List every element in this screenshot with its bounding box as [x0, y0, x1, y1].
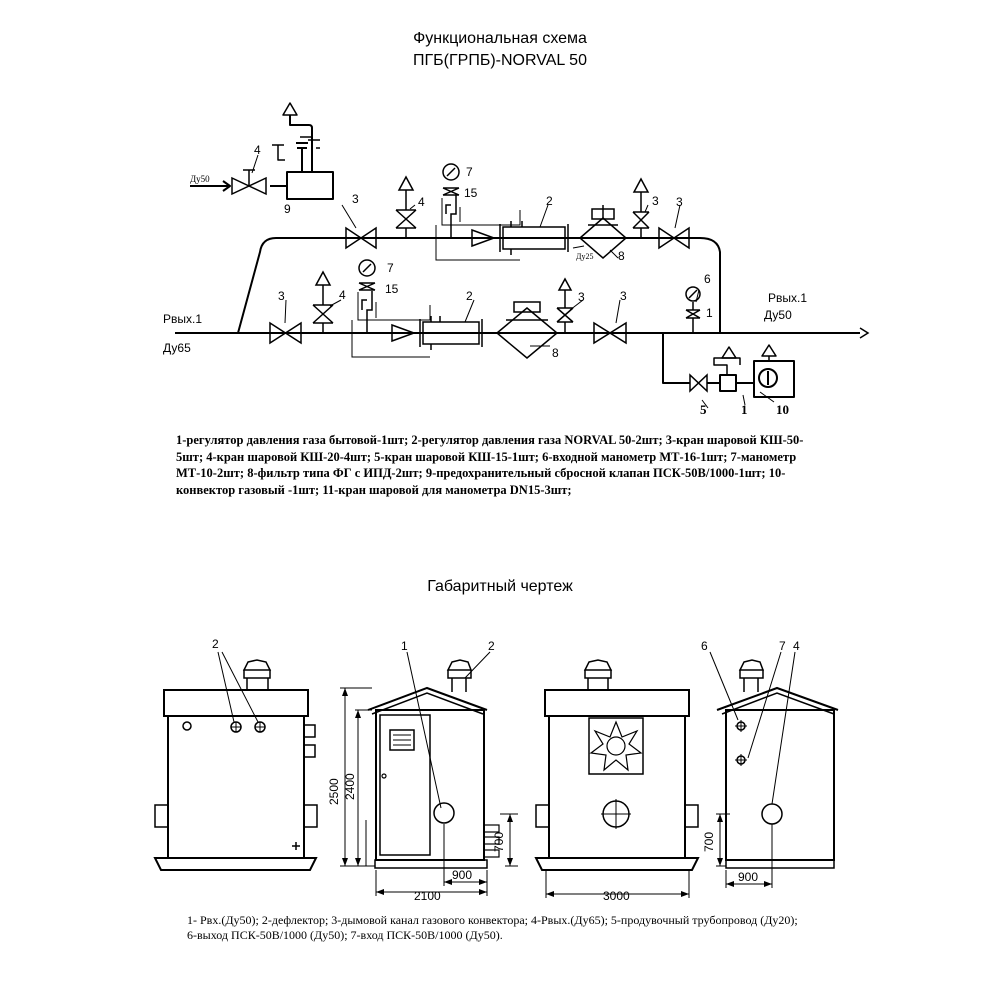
valve-3-bottom-left	[269, 321, 302, 345]
regulator-2-top-check	[471, 228, 497, 248]
label-du50-in: Ду50	[190, 174, 210, 184]
filter-8-bottom	[495, 307, 559, 359]
callout-4: 4	[793, 639, 800, 653]
scheme-title-line2: ПГБ(ГРПБ)-NORVAL 50	[413, 52, 587, 69]
label-n2-bottom: 2	[466, 289, 473, 303]
regulator-2-bottom-check	[391, 323, 417, 343]
label-n7-bottom: 7	[387, 261, 394, 275]
label-n3-bottom-vent: 3	[578, 290, 585, 304]
label-n3-tl: 3	[352, 192, 359, 206]
label-n5: 5	[700, 402, 707, 417]
vent-valve-4-bottom	[312, 270, 334, 333]
label-n6: 6	[704, 272, 711, 286]
valve-4-inlet	[231, 176, 267, 196]
view-front	[367, 651, 500, 869]
label-n1: 1	[741, 402, 748, 417]
label-n4-inlet: 4	[254, 143, 261, 157]
label-n8-bottom: 8	[552, 346, 559, 360]
label-out-right-size: Ду50	[764, 308, 792, 322]
callout-2-back: 2	[212, 637, 219, 651]
callout-1: 1	[401, 639, 408, 653]
drawing-legend-line2: 6-выход ПСК-50В/1000 (Ду50); 7-вход ПСК-…	[187, 928, 503, 942]
drawing-legend-line1: 1- Рвх.(Ду50); 2-дефлектор; 3-дымовой ка…	[187, 913, 798, 927]
dim-700-side: 700	[702, 832, 716, 852]
view-side-right	[709, 651, 839, 869]
label-n15-bottom: 15	[385, 282, 399, 296]
vent-valve-4-top	[395, 175, 417, 238]
upper-branch-pipe	[237, 237, 721, 334]
manometer-6	[685, 286, 701, 302]
deflector-grille	[588, 717, 644, 775]
dimensional-drawing: 2500 2400 700 900 2100 3000 700 900 2 1 …	[153, 637, 839, 903]
dim-2500: 2500	[327, 778, 341, 805]
inlet-arrow	[222, 180, 231, 192]
label-n4-bottom: 4	[339, 288, 346, 302]
view-side-convector	[534, 659, 700, 871]
valve-5	[689, 373, 708, 393]
scheme-title: Функциональная схема ПГБ(ГРПБ)-NORVAL 50	[300, 28, 700, 72]
label-n15-top: 15	[464, 186, 478, 200]
label-n7-top: 7	[466, 165, 473, 179]
manometer-7-top	[442, 163, 460, 181]
regulator-1	[719, 374, 737, 392]
callout-7: 7	[779, 639, 786, 653]
label-n1-top: 1	[706, 306, 713, 320]
label-n2-top: 2	[546, 194, 553, 208]
dim-700-front: 700	[492, 832, 506, 852]
door	[379, 714, 431, 856]
regulator-2-bottom	[422, 321, 480, 345]
label-n8-top: 8	[618, 249, 625, 263]
dim-3000: 3000	[603, 889, 630, 903]
dim-2400: 2400	[343, 773, 357, 800]
label-out-left: Рвых.1	[163, 312, 202, 326]
scheme-title-line1: Функциональная схема	[413, 30, 587, 47]
label-n3-top-vent: 3	[652, 194, 659, 208]
label-n3-br: 3	[620, 289, 627, 303]
dim-2100: 2100	[414, 889, 441, 903]
label-out-left-size: Ду65	[163, 341, 191, 355]
vent-valve-3-top	[632, 177, 650, 238]
valve-3-top-right	[658, 226, 690, 250]
label-out-right: Рвых.1	[768, 291, 807, 305]
label-n10: 10	[776, 402, 789, 417]
drawing-title: Габаритный чертеж	[427, 578, 573, 595]
drawing-legend: 1- Рвх.(Ду50); 2-дефлектор; 3-дымовой ка…	[187, 913, 887, 943]
scheme-legend: 1-регулятор давления газа бытовой-1шт; 2…	[176, 433, 804, 497]
label-n3-bl: 3	[278, 289, 285, 303]
view-back	[153, 651, 318, 871]
label-n3-tr: 3	[676, 195, 683, 209]
psk-valve-9	[286, 171, 334, 200]
dim-900-front: 900	[452, 868, 472, 882]
dim-900-side: 900	[738, 870, 758, 884]
functional-scheme: Ду50 4 9 3 4 7 15 2 Ду25 8 3 3 Рвых.1 Ду…	[163, 102, 870, 417]
label-du25: Ду25	[576, 252, 593, 261]
vent-valve-3-bottom	[556, 277, 574, 333]
valve-3-top-left	[345, 226, 377, 250]
valve-3-bottom-right	[593, 321, 627, 345]
callout-2-front: 2	[488, 639, 495, 653]
callout-6: 6	[701, 639, 708, 653]
gas-convector-10	[753, 360, 795, 398]
label-n9: 9	[284, 202, 291, 216]
manometer-7-bottom	[358, 259, 376, 277]
label-n4-top: 4	[418, 195, 425, 209]
